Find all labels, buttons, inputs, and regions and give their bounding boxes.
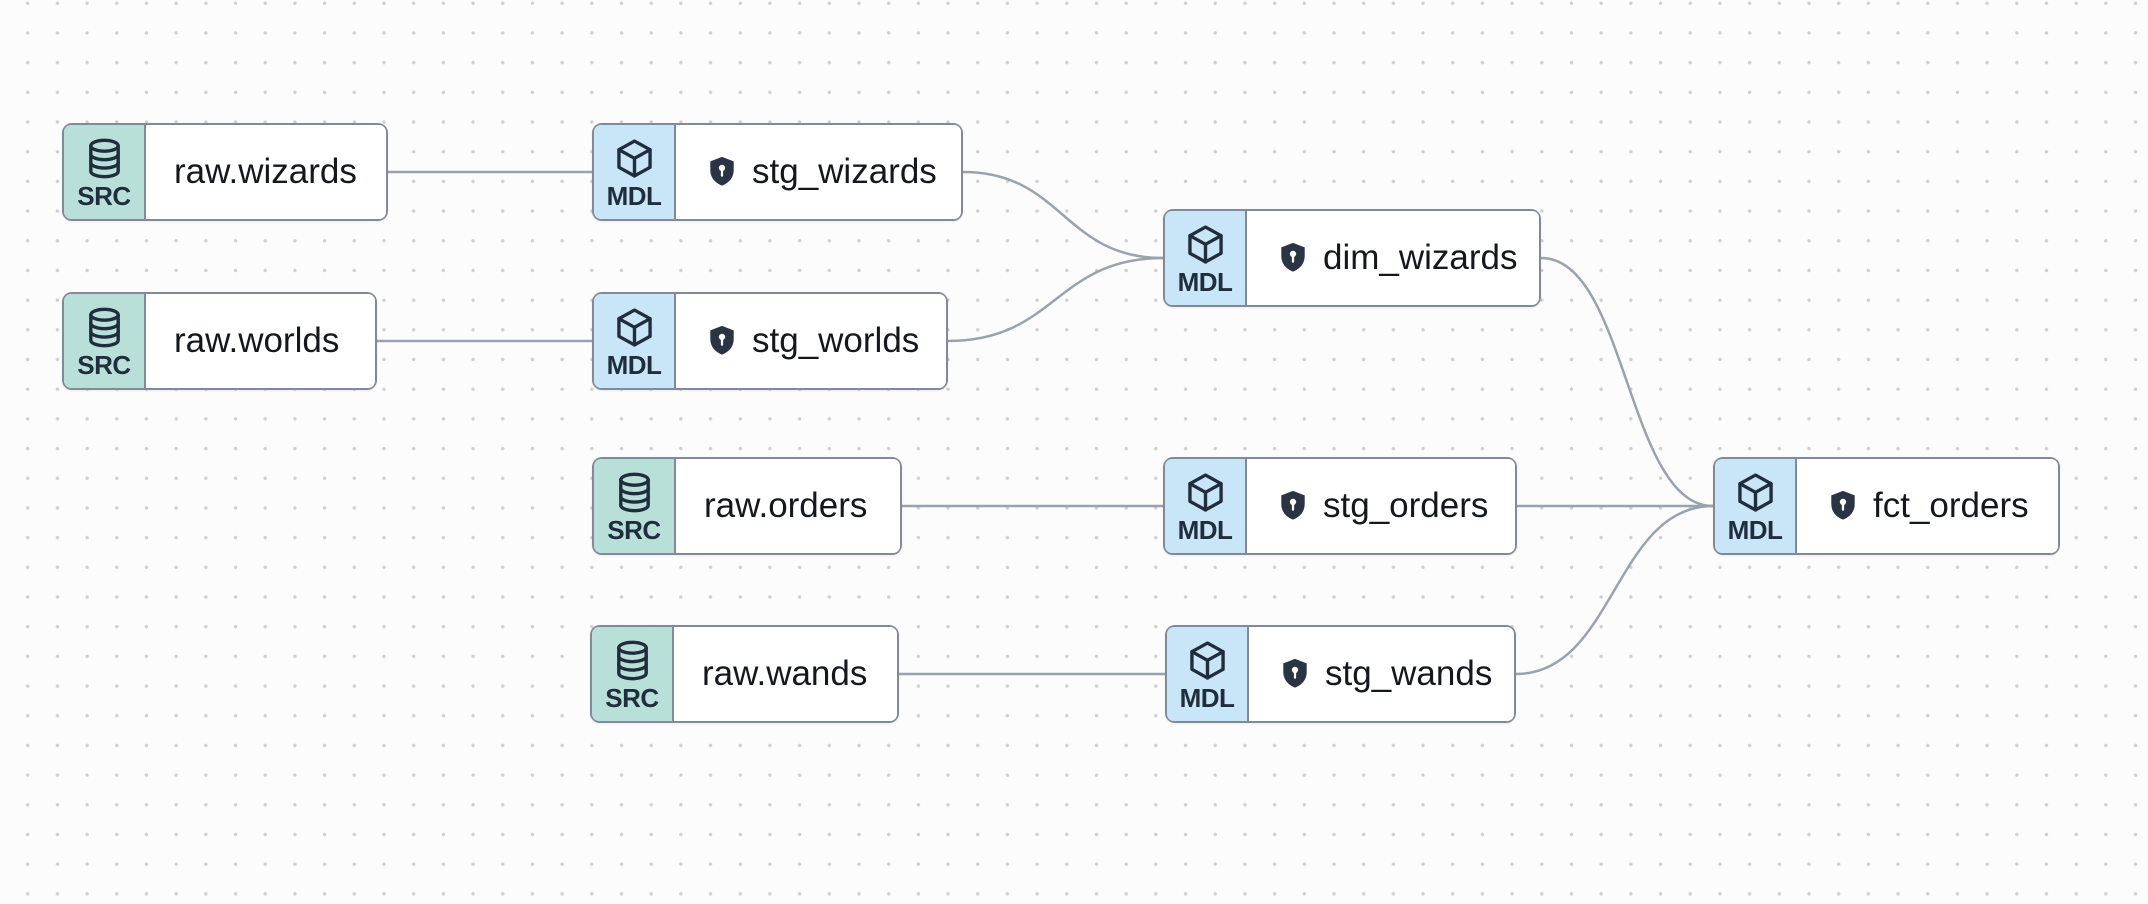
- node-type-label: MDL: [606, 180, 662, 211]
- node-label: stg_wands: [1325, 654, 1493, 693]
- node-label: fct_orders: [1873, 486, 2029, 525]
- database-icon: [618, 472, 650, 512]
- node-body: dim_wizards: [1247, 211, 1539, 305]
- database-icon: [616, 640, 648, 680]
- edge-stg_worlds-to-dim_wizards: [947, 256, 1164, 343]
- node-label: raw.orders: [704, 486, 868, 525]
- node-type-label: SRC: [77, 180, 131, 211]
- cube-icon: [1187, 224, 1223, 264]
- node-body: raw.wizards: [146, 125, 386, 219]
- shield-lock-icon: [710, 325, 734, 355]
- edge-stg_wizards-to-dim_wizards: [962, 170, 1164, 260]
- node-stg_worlds[interactable]: MDL stg_worlds: [592, 292, 948, 390]
- node-raw-orders[interactable]: SRC raw.orders: [592, 457, 902, 555]
- node-label: stg_wizards: [752, 152, 937, 191]
- node-body: stg_wands: [1249, 627, 1514, 721]
- database-icon: [88, 307, 120, 347]
- node-body: fct_orders: [1797, 459, 2058, 553]
- node-body: stg_wizards: [676, 125, 961, 219]
- node-raw-wizards[interactable]: SRC raw.wizards: [62, 123, 388, 221]
- node-type-badge: MDL: [1167, 627, 1249, 721]
- node-type-badge: MDL: [1165, 459, 1247, 553]
- cube-icon: [616, 138, 652, 178]
- edge-stg_wands-to-fct_orders: [1515, 504, 1714, 676]
- node-type-badge: SRC: [64, 125, 146, 219]
- node-label: raw.wands: [702, 654, 868, 693]
- node-type-label: SRC: [607, 514, 661, 545]
- cube-icon: [1189, 640, 1225, 680]
- node-body: stg_worlds: [676, 294, 946, 388]
- shield-lock-icon: [1281, 242, 1305, 272]
- node-type-badge: SRC: [64, 294, 146, 388]
- shield-lock-icon: [1281, 490, 1305, 520]
- node-type-label: MDL: [606, 349, 662, 380]
- shield-lock-icon: [710, 156, 734, 186]
- cube-icon: [616, 307, 652, 347]
- node-label: stg_orders: [1323, 486, 1489, 525]
- node-type-label: MDL: [1727, 514, 1783, 545]
- node-stg_wizards[interactable]: MDL stg_wizards: [592, 123, 963, 221]
- node-raw-wands[interactable]: SRC raw.wands: [590, 625, 899, 723]
- node-type-badge: MDL: [1715, 459, 1797, 553]
- node-type-badge: SRC: [594, 459, 676, 553]
- node-type-label: SRC: [77, 349, 131, 380]
- node-raw-worlds[interactable]: SRC raw.worlds: [62, 292, 377, 390]
- node-stg_orders[interactable]: MDL stg_orders: [1163, 457, 1517, 555]
- cube-icon: [1187, 472, 1223, 512]
- database-icon: [88, 138, 120, 178]
- node-label: dim_wizards: [1323, 238, 1518, 277]
- node-body: raw.orders: [676, 459, 900, 553]
- node-stg_wands[interactable]: MDL stg_wands: [1165, 625, 1516, 723]
- shield-lock-icon: [1831, 490, 1855, 520]
- node-fct_orders[interactable]: MDL fct_orders: [1713, 457, 2060, 555]
- node-body: raw.worlds: [146, 294, 375, 388]
- shield-lock-icon: [1283, 658, 1307, 688]
- edge-dim_wizards-to-fct_orders: [1540, 256, 1714, 508]
- cube-icon: [1737, 472, 1773, 512]
- node-dim_wizards[interactable]: MDL dim_wizards: [1163, 209, 1541, 307]
- node-label: raw.wizards: [174, 152, 357, 191]
- node-type-label: MDL: [1179, 682, 1235, 713]
- node-type-badge: MDL: [594, 294, 676, 388]
- node-type-badge: MDL: [594, 125, 676, 219]
- node-label: stg_worlds: [752, 321, 920, 360]
- node-label: raw.worlds: [174, 321, 340, 360]
- node-type-badge: MDL: [1165, 211, 1247, 305]
- node-type-label: SRC: [605, 682, 659, 713]
- node-type-label: MDL: [1177, 514, 1233, 545]
- node-body: raw.wands: [674, 627, 897, 721]
- node-body: stg_orders: [1247, 459, 1515, 553]
- node-type-label: MDL: [1177, 266, 1233, 297]
- node-type-badge: SRC: [592, 627, 674, 721]
